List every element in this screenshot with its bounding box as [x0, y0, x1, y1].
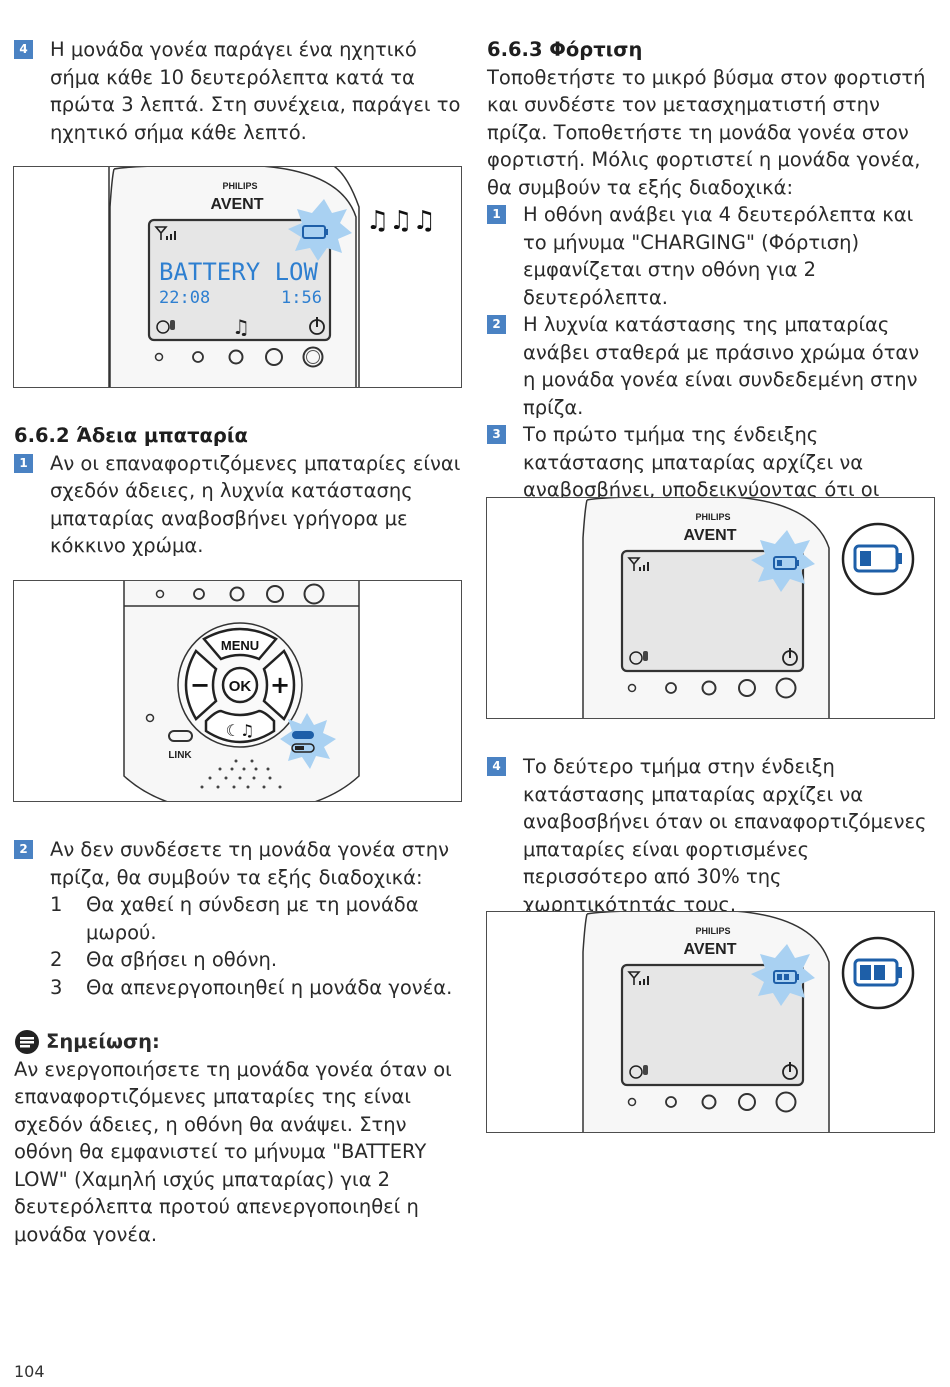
lcd-message: BATTERY LOW	[159, 258, 318, 286]
menu-button[interactable]	[202, 627, 278, 661]
step-number-badge: 1	[14, 453, 33, 473]
right-section-663: 6.6.3 Φόρτιση Τοποθετήστε το μικρό βύσμα…	[487, 36, 937, 559]
battery-two-segments-icon	[853, 958, 902, 987]
battery-one-segment-icon	[853, 544, 902, 573]
step-number-badge: 4	[14, 40, 33, 59]
lcd-time-right: 1:56	[281, 288, 322, 308]
link-led	[145, 713, 155, 723]
battery-charging-icon	[773, 970, 799, 984]
link-button[interactable]	[168, 730, 193, 742]
ok-button[interactable]	[221, 666, 259, 704]
step-number-badge: 1	[487, 205, 506, 224]
note-text: Αν ενεργοποιήσετε τη μονάδα γονέα όταν ο…	[14, 1057, 452, 1246]
minus-button[interactable]	[184, 649, 218, 721]
lullaby-nightlight-button[interactable]	[204, 709, 276, 744]
power-icon	[782, 1062, 798, 1080]
music-note-icon: ♫	[232, 315, 250, 339]
step-number-badge: 2	[487, 315, 506, 334]
minus-label: −	[190, 671, 210, 699]
front-buttons	[627, 677, 797, 699]
figure-battery-low-screen: PHILIPS AVENT BATTERY LOW 22:08 1:56 ♫ ♫…	[13, 166, 462, 388]
step-text: Η μονάδα γονέα παράγει ένα ηχητικό σήμα …	[50, 38, 461, 144]
battery-status-light-icon	[291, 731, 315, 753]
lcd-screen	[147, 218, 332, 342]
battery-empty-icon	[302, 225, 328, 239]
device-housing	[108, 167, 360, 387]
brand-philips: PHILIPS	[222, 181, 257, 191]
signal-icon	[627, 971, 649, 985]
front-buttons	[155, 583, 325, 605]
brand-philips: PHILIPS	[695, 926, 730, 936]
brand-avent: AVENT	[210, 196, 263, 213]
step-text: Η λυχνία κατάστασης της μπαταρίας ανάβει…	[523, 313, 920, 419]
step-text: Το δεύτερο τμήμα στην ένδειξη κατάστασης…	[523, 755, 927, 916]
starburst-highlight	[280, 713, 336, 769]
note-icon	[15, 1029, 39, 1054]
brand-avent: AVENT	[683, 527, 736, 544]
brand-philips: PHILIPS	[695, 512, 730, 522]
plus-label: +	[270, 671, 290, 699]
moon-note-icon: ☾♫	[226, 721, 255, 740]
note-block: Σημείωση: Αν ενεργοποιήσετε τη μονάδα γο…	[14, 1028, 462, 1248]
speaker-grille	[200, 759, 282, 789]
step-text: Η οθόνη ανάβει για 4 δευτερόλεπτα και το…	[523, 203, 914, 309]
power-icon	[309, 317, 325, 335]
left-section-662: 6.6.2 Άδεια μπαταρία 1 Αν οι επαναφορτιζ…	[14, 422, 462, 560]
lcd-time-left: 22:08	[159, 288, 210, 308]
right-step-4: 4 Το δεύτερο τμήμα στην ένδειξη κατάστασ…	[487, 753, 937, 918]
starburst-highlight	[751, 944, 815, 1006]
power-icon	[782, 648, 798, 666]
signal-icon	[627, 557, 649, 571]
lcd-screen	[620, 963, 805, 1087]
starburst-highlight	[288, 199, 352, 261]
step-text: Αν δεν συνδέσετε τη μονάδα γονέα στην πρ…	[50, 838, 450, 889]
step-number-badge: 4	[487, 757, 506, 776]
step-text: Αν οι επαναφορτιζόμενες μπαταρίες είναι …	[50, 451, 461, 558]
plus-button[interactable]	[262, 649, 296, 721]
step-number-badge: 3	[487, 425, 506, 444]
starburst-highlight	[751, 530, 815, 592]
left-step-4: 4 Η μονάδα γονέα παράγει ένα ηχητικό σήμ…	[14, 36, 462, 146]
figure-control-panel: MENU − + OK ☾♫ LINK	[13, 580, 462, 802]
figure-charging-second-segment: PHILIPS AVENT	[486, 911, 935, 1133]
section-title: 6.6.3 Φόρτιση	[487, 38, 643, 61]
left-step-2-block: 2 Αν δεν συνδέσετε τη μονάδα γονέα στην …	[14, 836, 462, 1001]
signal-icon	[154, 226, 176, 240]
front-buttons	[627, 1091, 797, 1113]
section-title: 6.6.2 Άδεια μπαταρία	[14, 424, 248, 447]
vox-icon	[629, 1065, 648, 1079]
section-intro: Τοποθετήστε το μικρό βύσμα στον φορτιστή…	[487, 65, 926, 199]
note-title: Σημείωση:	[46, 1030, 160, 1053]
vox-icon	[629, 651, 648, 665]
menu-label: MENU	[221, 638, 259, 653]
battery-charging-icon	[773, 556, 799, 570]
front-buttons	[154, 346, 324, 368]
battery-zoom-circle	[841, 522, 915, 596]
vox-icon	[156, 320, 175, 334]
ok-label: OK	[229, 678, 252, 695]
brand-avent: AVENT	[683, 941, 736, 958]
link-label: LINK	[168, 750, 192, 761]
lcd-screen	[620, 549, 805, 673]
figure-charging-first-segment: PHILIPS AVENT	[486, 497, 935, 719]
sound-notes-icon: ♫♫♫	[366, 206, 436, 236]
step-number-badge: 2	[14, 840, 33, 859]
page-number: 104	[14, 1362, 45, 1381]
